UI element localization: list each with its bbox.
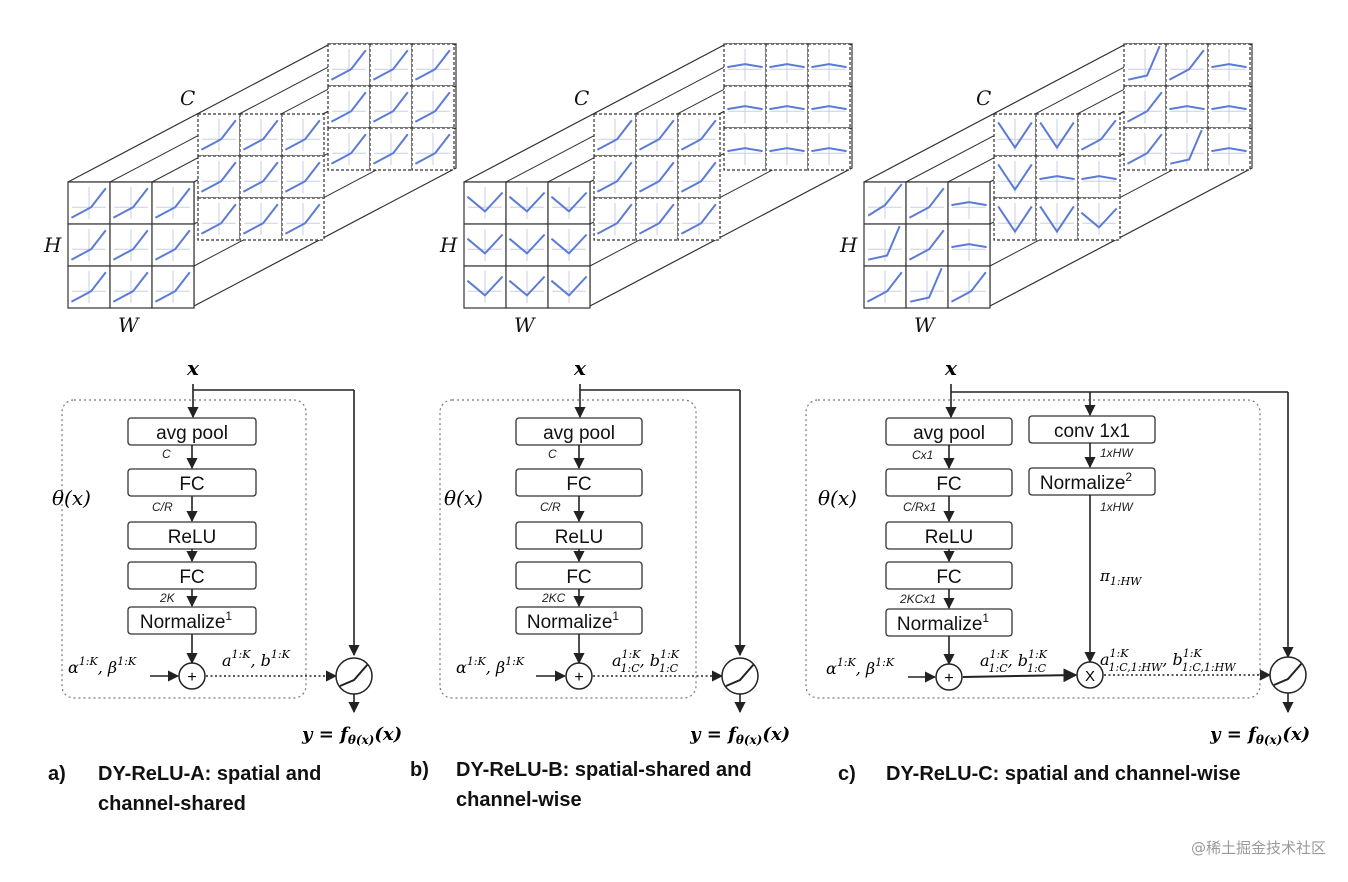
panel-b-avgpool-label: avg pool <box>543 423 615 444</box>
panel-c-multiply-node <box>1076 661 1104 689</box>
panel-a-relu-label: ReLU <box>168 527 217 548</box>
caption-c-line-1: DY-ReLU-C: spatial and channel-wise <box>886 763 1241 785</box>
caption-b-letter: b) <box>410 759 429 781</box>
panel-c-flow: x θ(x) avg pool FC ReLU FC Normalize1 Cx… <box>805 356 1310 747</box>
panel-a-alpha-beta-label: α1:K, β1:K <box>68 655 137 677</box>
panel-c-conv-dim-1: 1xHW <box>1100 446 1134 460</box>
panel-c-conv-dim-2: 1xHW <box>1100 500 1134 514</box>
panel-a-ab-label: a1:K, b1:K <box>222 648 291 670</box>
panel-b-plus-sign: + <box>574 669 583 686</box>
panel-c-fc1-label: FC <box>936 474 961 495</box>
panel-c-dim-2: C/Rx1 <box>903 500 936 514</box>
panel-b-relu-label: ReLU <box>555 527 604 548</box>
panel-c-input-label: x <box>944 356 958 380</box>
panel-a-avgpool-label: avg pool <box>156 423 228 444</box>
axis-h-label: H <box>43 233 62 257</box>
panel-a-flow: x θ(x) avg pool FC ReLU FC Normalize1 C … <box>52 356 402 747</box>
panel-c-multiply-sign: X <box>1085 668 1095 685</box>
panel-b-fc1-label: FC <box>566 474 591 495</box>
panel-a-theta-label: θ(x) <box>52 486 91 510</box>
caption-c-letter: c) <box>838 763 856 785</box>
panel-b-relu-icon <box>721 657 759 695</box>
panel-b-theta-label: θ(x) <box>444 486 483 510</box>
panel-b-normalize-label: Normalize1 <box>527 609 620 633</box>
axis-h-label: H <box>839 233 858 257</box>
panel-b-fc2-label: FC <box>566 567 591 588</box>
panel-c-alpha-beta-label: α1:K, β1:K <box>826 656 895 678</box>
panel-c-normalize2-label: Normalize2 <box>1040 470 1133 494</box>
axis-w-label: W <box>514 313 536 337</box>
caption-a-line-1: DY-ReLU-A: spatial and <box>98 763 321 785</box>
panel-b-dim-1: C <box>548 447 557 461</box>
panel-c-normalize-label: Normalize1 <box>897 611 990 635</box>
panel-a-theta-region <box>61 399 307 699</box>
caption-a-letter: a) <box>48 763 66 785</box>
panel-c-dim-1: Cx1 <box>912 448 933 462</box>
panel-a-dim-4: 2K <box>159 591 176 605</box>
panel-a-fc2-label: FC <box>179 567 204 588</box>
panel-c-fc2-label: FC <box>936 567 961 588</box>
axis-c-label: C <box>976 86 991 110</box>
caption-b-line-2: channel-wise <box>456 789 582 811</box>
panel-b-dim-2: C/R <box>540 500 561 514</box>
panel-b-add-node <box>565 662 593 690</box>
panel-a-output-label: y = fθ(x)(x) <box>301 724 402 747</box>
panel-c-plus-sign: + <box>944 670 953 687</box>
panel-c-add-node <box>935 663 963 691</box>
panel-c-dim-4: 2KCx1 <box>899 592 936 606</box>
panel-a-dim-1: C <box>162 447 171 461</box>
captions: a) DY-ReLU-A: spatial and channel-shared… <box>48 759 1241 815</box>
panel-a-input-label: x <box>186 356 200 380</box>
axis-c-label: C <box>574 86 589 110</box>
panel-b-alpha-beta-label: α1:K, β1:K <box>456 655 525 677</box>
panel-c-conv-label: conv 1x1 <box>1054 421 1130 442</box>
panel-a-fc1-label: FC <box>179 474 204 495</box>
panel-c-avgpool-label: avg pool <box>913 423 985 444</box>
panel-c-theta-label: θ(x) <box>818 486 857 510</box>
panel-a-normalize-label: Normalize1 <box>140 609 233 633</box>
watermark: @稀土掘金技术社区 <box>1191 839 1326 857</box>
axis-w-label: W <box>914 313 936 337</box>
axis-w-label: W <box>118 313 140 337</box>
caption-a-line-2: channel-shared <box>98 793 246 815</box>
panel-b-output-label: y = fθ(x)(x) <box>689 724 790 747</box>
axis-c-label: C <box>180 86 195 110</box>
panel-c-relu-label: ReLU <box>925 527 974 548</box>
panel-a-relu-icon <box>335 657 373 695</box>
axis-h-label: H <box>439 233 458 257</box>
panel-a-add-node <box>178 662 206 690</box>
tensor-illustrations: C H W C H W C H W <box>43 43 1253 337</box>
panel-b-input-label: x <box>573 356 587 380</box>
panel-b-flow: x θ(x) avg pool FC ReLU FC Normalize1 C … <box>439 356 790 747</box>
panel-c-relu-icon <box>1269 656 1307 694</box>
panel-b-dim-4: 2KC <box>541 591 566 605</box>
panel-c-output-label: y = fθ(x)(x) <box>1209 724 1310 747</box>
panel-a-dim-2: C/R <box>152 500 173 514</box>
panel-b-theta-region <box>439 399 697 699</box>
panel-c-theta-region <box>805 399 1261 699</box>
panel-c-pi-label: π1:HW <box>1099 567 1143 588</box>
panel-a-plus-sign: + <box>187 669 196 686</box>
caption-b-line-1: DY-ReLU-B: spatial-shared and <box>456 759 752 781</box>
